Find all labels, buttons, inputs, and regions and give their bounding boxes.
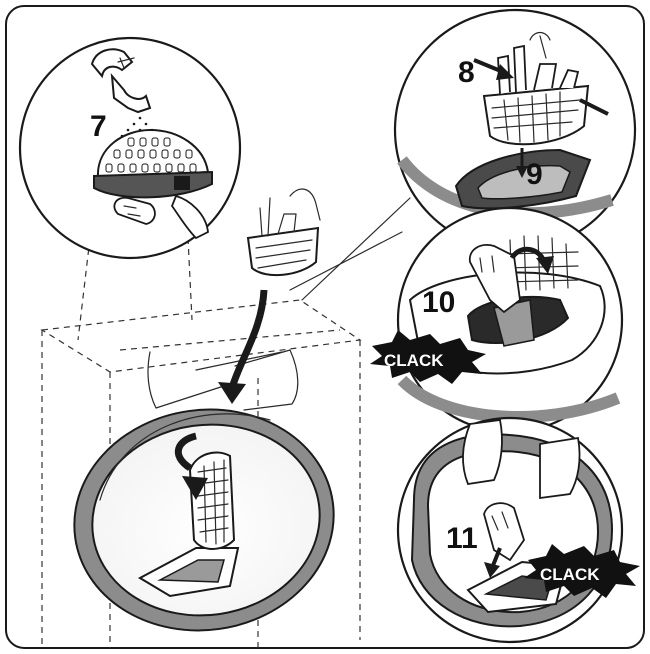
step-7-panel [18, 36, 242, 260]
callout-line-b [289, 231, 403, 291]
clack-label-b: CLACK [540, 565, 600, 584]
filter-basket-icon [246, 188, 321, 277]
step-8-label: 8 [458, 56, 475, 89]
filter-seat-icon [454, 148, 592, 210]
filter-dome-icon [93, 128, 213, 199]
step-10-panel: 10 [396, 206, 624, 434]
clack-label-a: CLACK [384, 351, 444, 370]
callout-line-a [301, 197, 411, 301]
hand-icon [113, 194, 209, 240]
clack-burst-icon: CLACK [524, 544, 640, 598]
step-8-9-panel: 8 9 [393, 8, 637, 252]
step-9-label: 9 [526, 158, 543, 191]
clack-burst-icon: CLACK [370, 330, 486, 384]
step-10-label: 10 [422, 286, 455, 319]
faucet-icon [90, 48, 152, 114]
washer-drum [73, 408, 335, 632]
hand-icon [468, 244, 521, 314]
hand-icon [483, 502, 525, 562]
insert-arrow-icon [174, 289, 268, 500]
arrow-icon [579, 98, 609, 116]
step-11-label: 11 [446, 522, 478, 555]
step-11-panel: 11 [396, 416, 624, 644]
filter-basket-icon [482, 31, 590, 146]
step-7-label: 7 [90, 110, 107, 143]
